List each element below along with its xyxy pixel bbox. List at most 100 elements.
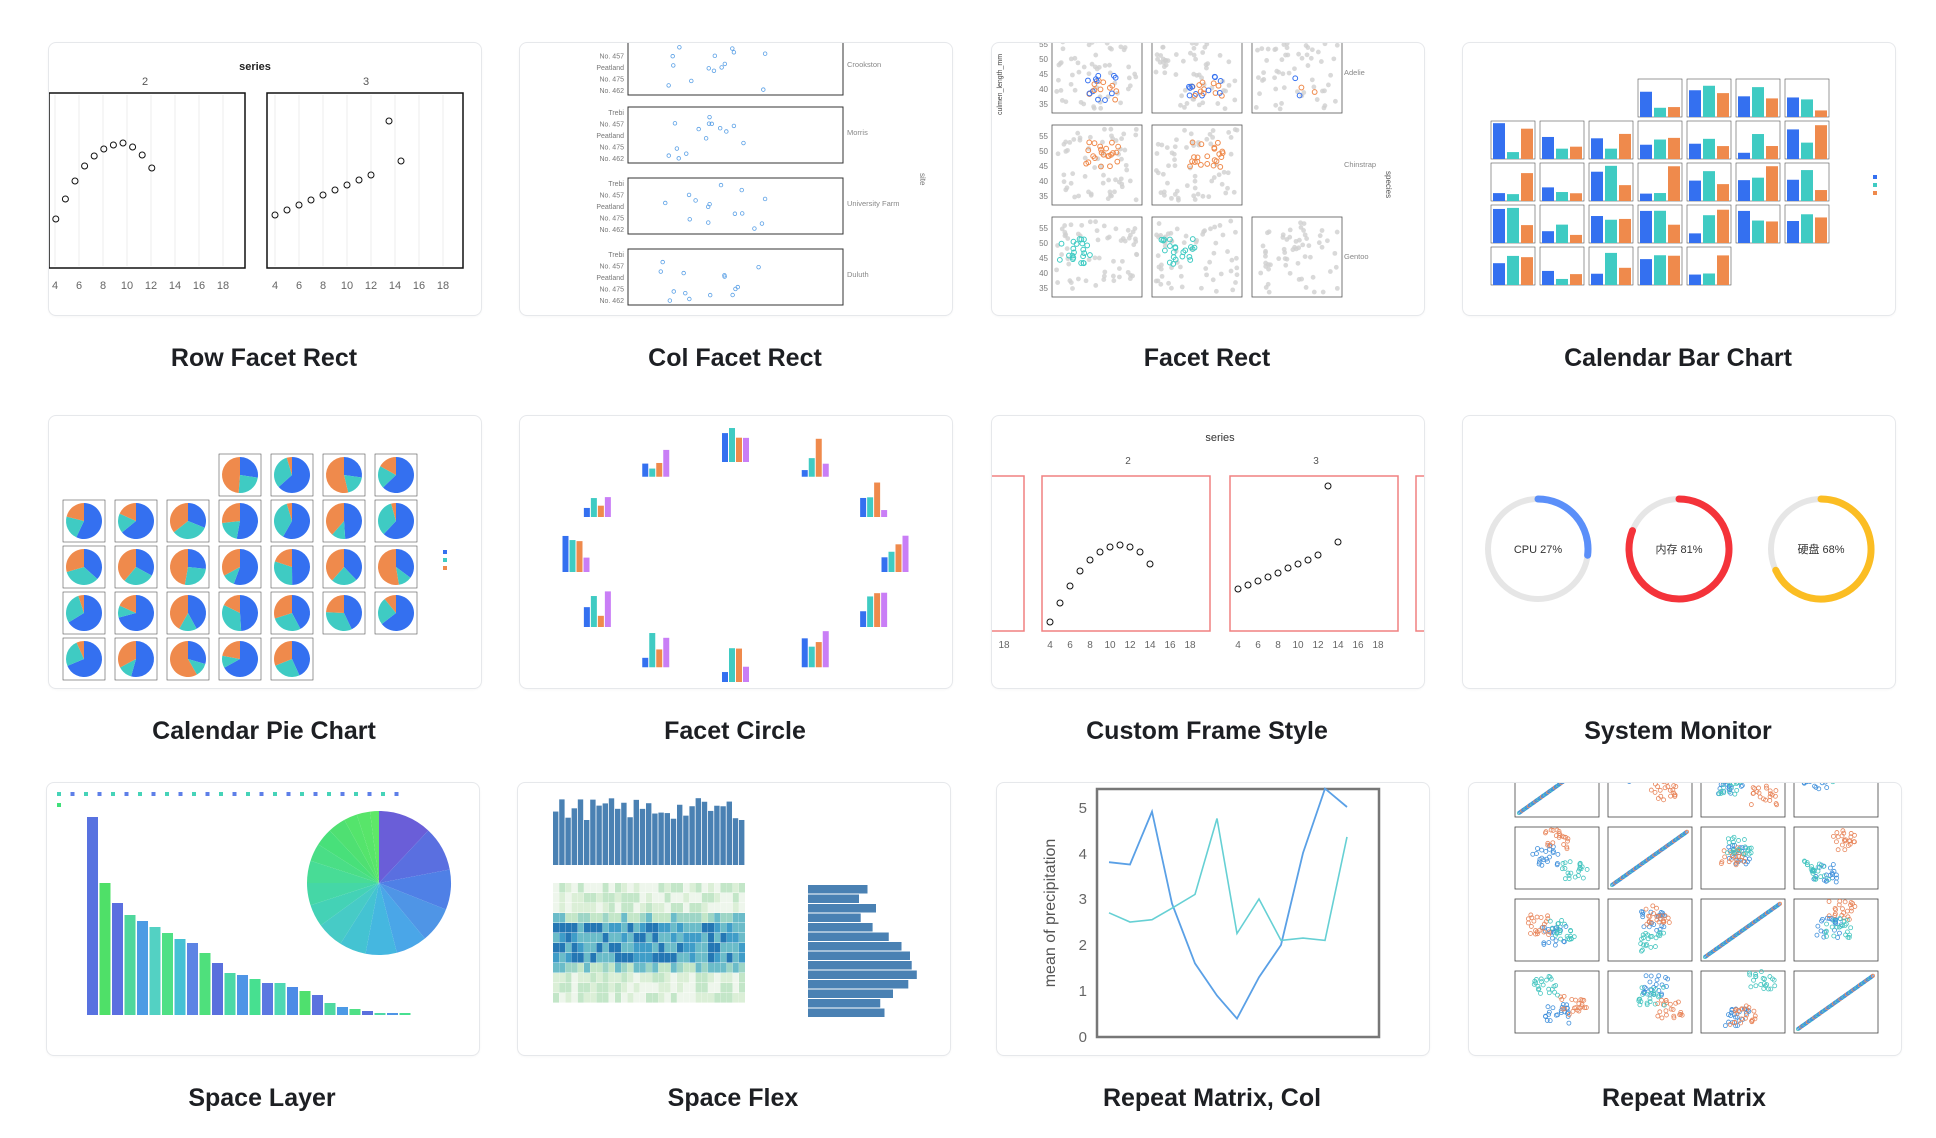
data-point	[1581, 997, 1587, 1003]
data-point	[1552, 989, 1557, 995]
data-point	[671, 63, 676, 68]
data-point	[1160, 171, 1166, 177]
pie-slice	[66, 642, 84, 666]
card-title[interactable]: Repeat Matrix	[1602, 1084, 1766, 1112]
chart-text: 35	[1039, 192, 1048, 201]
card-title[interactable]: System Monitor	[1584, 717, 1772, 745]
heat-cell	[695, 893, 702, 903]
data-point	[1076, 567, 1084, 575]
tick: 10	[121, 280, 133, 292]
card-space-layer[interactable]	[46, 782, 480, 1056]
card-title[interactable]: Facet Rect	[1143, 344, 1271, 372]
bar	[801, 638, 808, 668]
card-title[interactable]: Space Layer	[188, 1084, 336, 1112]
card-title[interactable]: Col Facet Rect	[648, 344, 822, 372]
data-point	[1577, 861, 1583, 867]
heat-cell	[683, 923, 690, 933]
heat-cell	[608, 963, 615, 973]
bar	[87, 817, 98, 1015]
chart-text: 40	[1039, 269, 1048, 278]
data-point	[1721, 848, 1727, 854]
bar	[1605, 165, 1617, 201]
pie-slice	[67, 641, 102, 677]
data-point	[1131, 242, 1137, 248]
tick: 16	[413, 280, 425, 292]
data-point	[1093, 76, 1099, 83]
data-point	[1086, 146, 1092, 151]
data-point	[693, 198, 698, 203]
data-point	[1641, 942, 1646, 948]
data-point	[1146, 560, 1154, 568]
heat-cell	[577, 923, 584, 933]
bar	[663, 449, 670, 477]
heat-cell	[608, 953, 615, 963]
card-title[interactable]: Repeat Matrix, Col	[1102, 1084, 1322, 1112]
data-point	[1155, 56, 1160, 62]
heat-cell	[584, 933, 590, 943]
pie-slice	[292, 595, 310, 629]
card-title[interactable]: Calendar Bar Chart	[1564, 344, 1792, 372]
data-point	[1274, 569, 1282, 577]
cell-frame	[322, 591, 366, 635]
data-point	[1212, 90, 1219, 96]
card-title[interactable]: Space Flex	[667, 1084, 799, 1112]
heat-cell	[720, 933, 727, 943]
card-calendar-bar-chart[interactable]	[1462, 42, 1896, 316]
data-point	[1126, 75, 1132, 81]
data-point	[1546, 1009, 1552, 1015]
bar	[1717, 184, 1729, 201]
card-system-monitor[interactable]: CPU 27% 内存 81% 硬盘 68%	[1462, 415, 1896, 689]
data-point	[1325, 238, 1330, 244]
heat-cell	[664, 983, 671, 993]
card-facet-circle[interactable]	[519, 415, 953, 689]
data-point	[1646, 924, 1652, 930]
pie-slice	[136, 549, 154, 576]
pie-slice	[383, 503, 414, 539]
card-repeat-matrix-col[interactable]: mean of precipitation 0 1 2 3 4 5	[996, 782, 1430, 1056]
bar	[1640, 259, 1652, 285]
pie-slice	[122, 503, 155, 539]
card-repeat-matrix[interactable]	[1468, 782, 1902, 1056]
data-point	[1182, 87, 1188, 93]
bar	[1752, 87, 1764, 117]
data-point	[1065, 256, 1071, 262]
heat-cell	[652, 943, 659, 953]
data-point	[1102, 63, 1108, 68]
data-point	[100, 145, 108, 153]
chart-text: Peatland	[596, 204, 624, 211]
data-point	[1534, 914, 1540, 920]
card-custom-frame-style[interactable]: series 2 3 18 4 6 8 10 12 14 16 18 4 6 8…	[991, 415, 1425, 689]
data-point	[1097, 94, 1103, 100]
heat-cell	[615, 993, 621, 1003]
bar	[1591, 138, 1603, 159]
data-point	[1217, 52, 1223, 58]
card-title[interactable]: Row Facet Rect	[170, 344, 358, 372]
card-space-flex[interactable]	[517, 782, 951, 1056]
data-point	[1222, 106, 1228, 112]
card-title[interactable]: Facet Circle	[664, 717, 806, 745]
heat-cell	[646, 943, 652, 953]
legend-swatch	[273, 792, 277, 796]
card-title[interactable]: Calendar Pie Chart	[152, 717, 376, 745]
heat-cell	[683, 943, 690, 953]
heat-cell	[565, 973, 572, 983]
data-point	[1322, 43, 1328, 47]
legend-swatch	[124, 792, 129, 796]
facet-panel	[1151, 216, 1243, 298]
data-point	[1205, 61, 1211, 67]
card-row-facet-rect[interactable]: series 2 3 4 6 8 10 12 14 16 18 4 6 8 10…	[48, 42, 482, 316]
calendar-pie-thumbnail	[62, 453, 447, 681]
card-calendar-pie-chart[interactable]	[48, 415, 482, 689]
custom-frame-title: series	[1205, 432, 1235, 444]
data-point	[722, 274, 727, 279]
bar	[553, 811, 559, 865]
data-point	[1228, 218, 1234, 224]
heat-cell	[565, 923, 572, 933]
pie-slice	[340, 883, 379, 954]
card-title[interactable]: Custom Frame Style	[1086, 717, 1328, 745]
heat-cell	[608, 933, 615, 943]
data-point	[1727, 1022, 1733, 1027]
data-point	[1284, 564, 1292, 572]
